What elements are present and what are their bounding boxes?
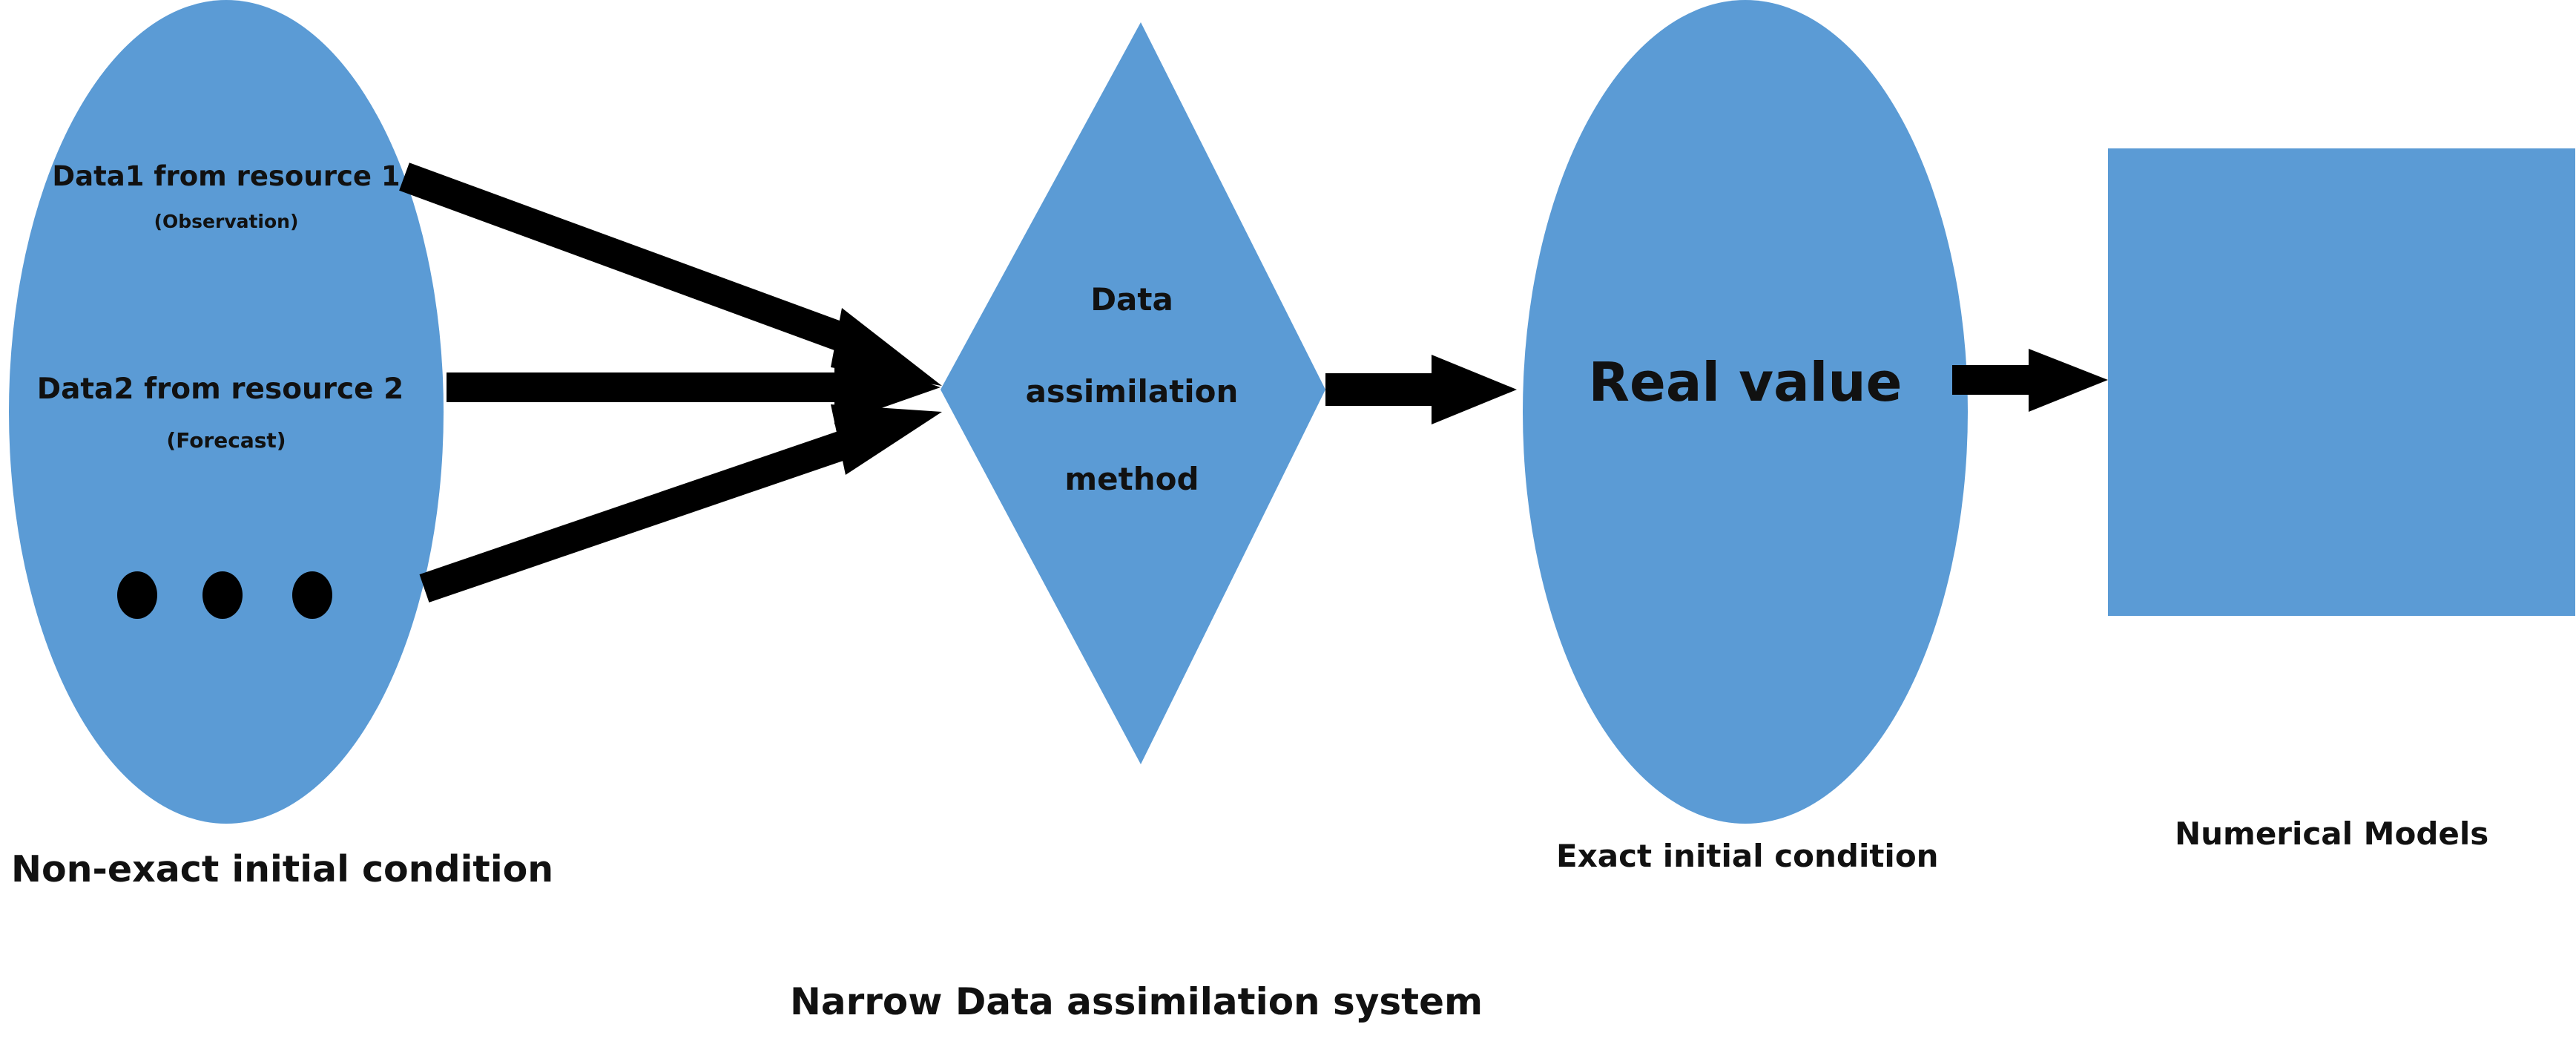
non-exact-caption: Non-exact initial condition <box>11 848 553 890</box>
data2-sub: (Forecast) <box>166 428 286 453</box>
real-to-models-arrow <box>1952 349 2108 412</box>
method-line2: assimilation <box>1026 373 1239 410</box>
numerical-models-box <box>2108 148 2575 616</box>
exact-condition-ellipse <box>1523 0 1968 824</box>
assimilation-method-diamond <box>941 22 1325 764</box>
exact-caption: Exact initial condition <box>1556 838 1939 874</box>
non-exact-condition-ellipse <box>9 0 444 824</box>
models-caption: Numerical Models <box>2175 815 2488 852</box>
data1-label: Data1 from resource 1 <box>52 160 400 192</box>
input-arrow-3 <box>419 404 942 603</box>
method-line3: method <box>1064 461 1199 497</box>
more-data-dots <box>117 571 332 619</box>
data1-sub: (Observation) <box>154 211 299 232</box>
method-line1: Data <box>1090 281 1173 318</box>
real-value-label: Real value <box>1589 351 1903 413</box>
system-caption: Narrow Data assimilation system <box>790 980 1483 1023</box>
input-arrow-2 <box>447 350 941 424</box>
data2-label: Data2 from resource 2 <box>37 372 404 406</box>
input-arrow-1 <box>399 163 942 386</box>
method-to-real-arrow <box>1325 355 1517 424</box>
